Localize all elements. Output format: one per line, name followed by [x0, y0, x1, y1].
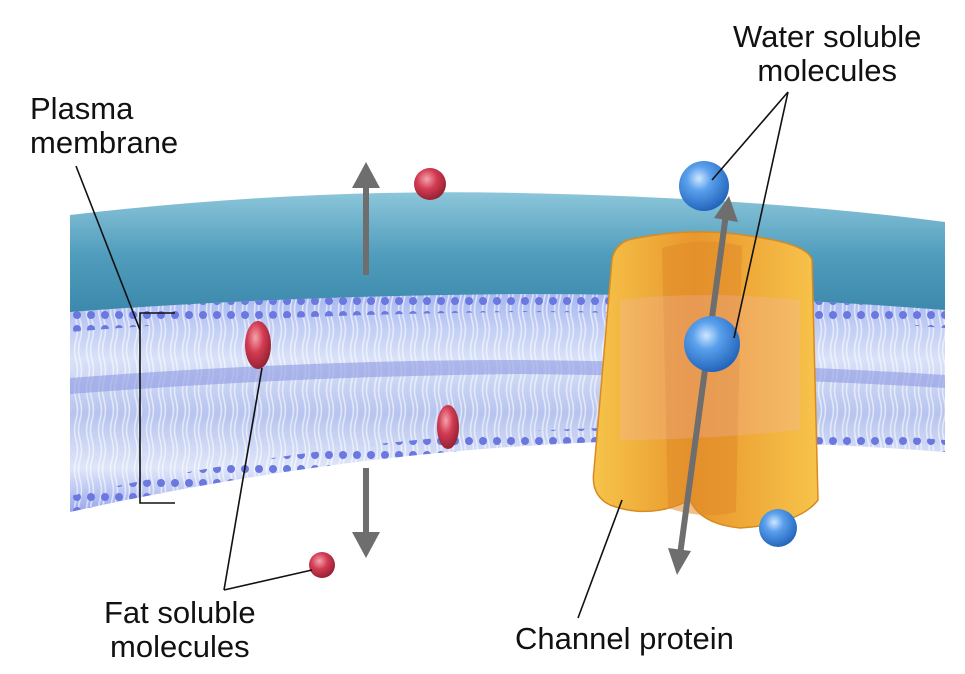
plasma-membrane-label-line-1: Plasma	[30, 91, 134, 126]
fat-transport-arrow-down	[352, 468, 380, 558]
channel-transport-arrow	[668, 196, 738, 575]
water-molecule	[679, 161, 729, 211]
leader-lines	[75, 91, 789, 619]
channel-leader	[577, 499, 623, 619]
water-leader-2	[733, 91, 789, 339]
fat-soluble-label: Fat soluble molecules	[104, 596, 256, 664]
fat-leader-2	[223, 569, 313, 591]
fat-molecule	[414, 168, 446, 200]
water-soluble-label-line-2: molecules	[757, 53, 897, 88]
fat-soluble-label-line-1: Fat soluble	[104, 595, 256, 630]
plasma-membrane-label-line-2: membrane	[30, 125, 179, 160]
plasma-membrane-label: Plasma membrane	[30, 92, 178, 160]
water-leader-1	[711, 91, 789, 181]
water-molecule	[759, 509, 797, 547]
fat-leader-1	[223, 367, 263, 591]
water-soluble-label-line-1: Water soluble	[733, 19, 922, 54]
fat-transport-arrow-up	[352, 162, 380, 275]
fat-molecule	[245, 321, 271, 369]
plasma-membrane-leader	[75, 165, 141, 331]
fat-molecule	[437, 405, 459, 449]
fat-molecule	[309, 552, 335, 578]
channel-protein-label: Channel protein	[515, 621, 734, 656]
water-soluble-label: Water soluble molecules	[733, 20, 921, 88]
plasma-membrane-bracket	[139, 312, 175, 504]
water-molecule	[684, 316, 740, 372]
fat-soluble-label-line-2: molecules	[110, 629, 250, 664]
